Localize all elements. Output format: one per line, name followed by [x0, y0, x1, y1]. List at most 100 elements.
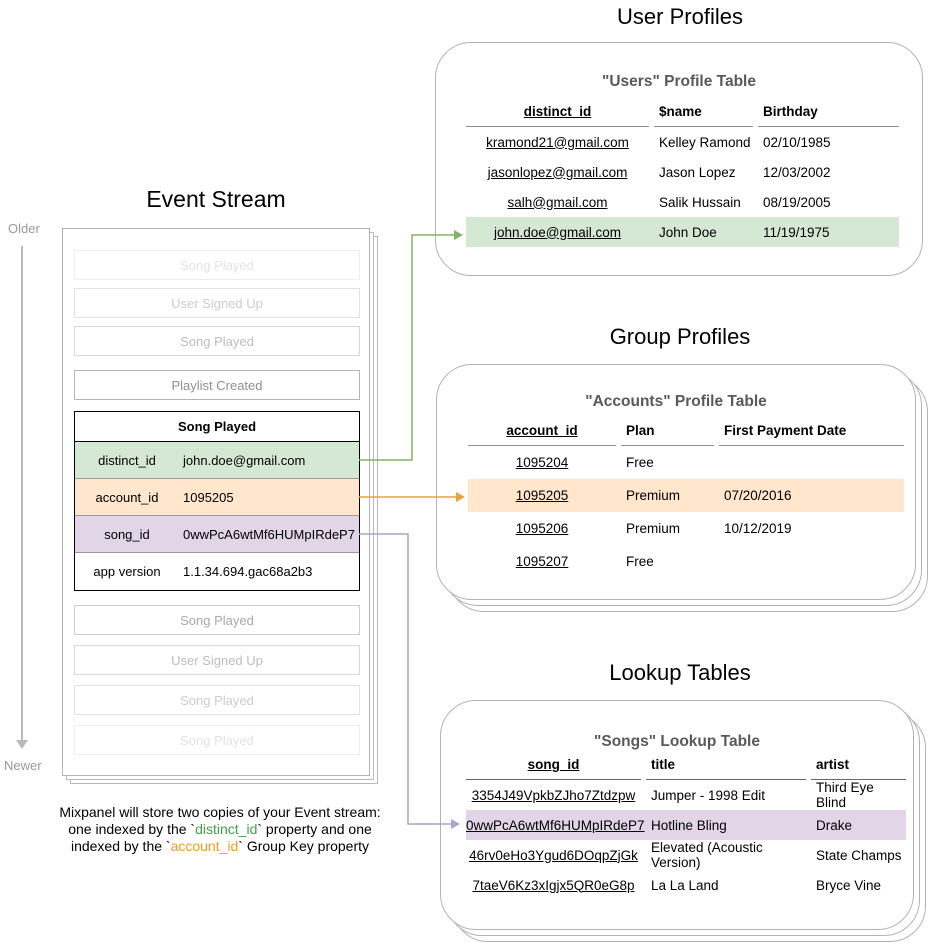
table-row: 3354J49VpkbZJho7Ztdzpw Jumper - 1998 Edi…	[466, 780, 906, 810]
cell-birthday: 08/19/2005	[763, 194, 831, 210]
column-header: First Payment Date	[719, 423, 904, 446]
column-header: title	[646, 757, 806, 780]
column-header: song_id	[466, 757, 641, 780]
table-row-highlighted-green: john.doe@gmail.com John Doe 11/19/1975	[466, 217, 899, 247]
cell-first-payment-date: 07/20/2016	[724, 488, 792, 503]
footnote-caption: Mixpanel will store two copies of your E…	[30, 804, 410, 855]
distinct-id-token: distinct_id	[195, 821, 258, 837]
table-row-highlighted-purple: 0wwPcA6wtMf6HUMpIRdeP7 Hotline Bling Dra…	[466, 810, 906, 840]
accounts-table-title: "Accounts" Profile Table	[585, 393, 767, 410]
cell-name: Kelley Ramond	[659, 134, 751, 150]
property-key: app version	[93, 564, 161, 579]
table-row: 46rv0eHo3Ygud6DOqpZjGk Elevated (Acousti…	[466, 840, 906, 870]
event-property-account-id: account_id 1095205	[75, 479, 359, 516]
event-box-faded: Song Played	[74, 605, 360, 635]
cell-birthday: 11/19/1975	[763, 224, 830, 240]
cell-plan: Premium	[626, 521, 681, 536]
event-property-app-version: app version 1.1.34.694.gac68a2b3	[75, 553, 359, 590]
caption-line-1: Mixpanel will store two copies of your E…	[59, 804, 381, 820]
cell-artist: Bryce Vine	[816, 877, 882, 893]
cell-first-payment-date: 10/12/2019	[724, 521, 792, 536]
caption-line-2: one indexed by the `distinct_id` propert…	[30, 821, 410, 838]
cell-name: John Doe	[659, 224, 717, 240]
cell-artist: Drake	[816, 817, 853, 833]
event-property-distinct-id: distinct_id john.doe@gmail.com	[75, 442, 359, 479]
group-profiles-title: Group Profiles	[609, 324, 751, 349]
accounts-profile-card: "Accounts" Profile Table account_id Plan…	[436, 364, 916, 600]
event-property-song-id: song_id 0wwPcA6wtMf6HUMpIRdeP7	[75, 516, 359, 553]
table-row: kramond21@gmail.com Kelley Ramond 02/10/…	[466, 127, 899, 157]
property-key: song_id	[104, 526, 150, 542]
column-header: account_id	[468, 423, 616, 446]
users-profile-card: "Users" Profile Table distinct_id $name …	[435, 42, 923, 276]
cell-song-id: 0wwPcA6wtMf6HUMpIRdeP7	[466, 817, 645, 833]
songs-table-header: song_id title artist	[466, 757, 906, 780]
column-header: distinct_id	[466, 104, 649, 127]
caption-text: indexed by the `	[70, 838, 171, 854]
cell-distinct-id: salh@gmail.com	[507, 194, 608, 210]
lookup-tables-title: Lookup Tables	[609, 660, 751, 685]
older-label: Older	[8, 221, 40, 236]
property-key: distinct_id	[98, 452, 156, 468]
table-row-highlighted-orange: 1095205 Premium 07/20/2016	[468, 479, 904, 512]
cell-account-id: 1095206	[515, 521, 569, 536]
account-id-token: account_id	[170, 838, 239, 854]
event-box-faded: Song Played	[74, 725, 360, 755]
property-value: 1.1.34.694.gac68a2b3	[183, 564, 313, 579]
cell-plan: Premium	[626, 488, 681, 503]
songs-table-title: "Songs" Lookup Table	[594, 733, 760, 750]
users-table: distinct_id $name Birthday kramond21@gma…	[466, 104, 899, 247]
column-header: Plan	[621, 423, 714, 446]
expanded-event-card: Song Played distinct_id john.doe@gmail.c…	[74, 411, 360, 591]
timeline-line	[21, 246, 23, 740]
users-table-header: distinct_id $name Birthday	[466, 104, 899, 127]
cell-distinct-id: john.doe@gmail.com	[493, 224, 622, 240]
cell-artist: State Champs	[816, 847, 902, 863]
newer-label: Newer	[4, 758, 42, 773]
table-row: jasonlopez@gmail.com Jason Lopez 12/03/2…	[466, 157, 899, 187]
column-header: $name	[654, 104, 753, 127]
caption-line-3: indexed by the `account_id` Group Key pr…	[30, 838, 410, 855]
property-key: account_id	[95, 489, 159, 505]
cell-plan: Free	[626, 554, 654, 569]
cell-name: Salik Hussain	[659, 194, 741, 210]
cell-song-id: 7taeV6Kz3xIgjx5QR0eG8p	[472, 877, 635, 893]
users-table-title: "Users" Profile Table	[602, 73, 756, 90]
user-profiles-title: User Profiles	[617, 4, 743, 29]
property-value: 1095205	[183, 489, 234, 505]
event-box: Playlist Created	[74, 370, 360, 400]
cell-song-id: 3354J49VpkbZJho7Ztdzpw	[471, 787, 636, 803]
accounts-table: account_id Plan First Payment Date 10952…	[468, 423, 904, 578]
table-row: 1095206 Premium 10/12/2019	[468, 512, 904, 545]
table-row: 7taeV6Kz3xIgjx5QR0eG8p La La Land Bryce …	[466, 870, 906, 900]
event-stream-container: Song Played User Signed Up Song Played P…	[62, 228, 370, 776]
cell-artist: Third Eye Blind	[816, 780, 874, 810]
songs-table: song_id title artist 3354J49VpkbZJho7Ztd…	[466, 757, 906, 900]
cell-title: Jumper - 1998 Edit	[651, 787, 766, 803]
column-header: artist	[811, 757, 906, 780]
cell-account-id: 1095204	[515, 455, 569, 470]
timeline-arrow-down-icon	[16, 740, 28, 749]
cell-title: Elevated (Acoustic Version)	[651, 840, 763, 870]
event-stream-title: Event Stream	[146, 186, 286, 212]
caption-text: ` property and one	[257, 821, 372, 837]
expanded-event-name: Song Played	[75, 412, 359, 442]
column-header: Birthday	[758, 104, 899, 127]
property-value: 0wwPcA6wtMf6HUMpIRdeP7	[183, 526, 355, 542]
property-value: john.doe@gmail.com	[183, 452, 306, 468]
cell-birthday: 12/03/2002	[763, 164, 831, 180]
caption-text: one indexed by the `	[68, 821, 196, 837]
cell-plan: Free	[626, 455, 654, 470]
cell-account-id: 1095207	[515, 554, 569, 569]
cell-distinct-id: jasonlopez@gmail.com	[487, 164, 628, 180]
cell-song-id: 46rv0eHo3Ygud6DOqpZjGk	[469, 847, 638, 863]
event-box-faded: Song Played	[74, 685, 360, 715]
event-box-faded: Song Played	[74, 326, 360, 356]
event-box-faded: Song Played	[74, 250, 360, 280]
cell-account-id: 1095205	[515, 488, 569, 503]
caption-text: ` Group Key property	[238, 838, 370, 854]
event-box-faded: User Signed Up	[74, 288, 360, 318]
songs-lookup-card: "Songs" Lookup Table song_id title artis…	[440, 700, 914, 930]
accounts-table-header: account_id Plan First Payment Date	[468, 423, 904, 446]
cell-title: Hotline Bling	[651, 817, 727, 833]
